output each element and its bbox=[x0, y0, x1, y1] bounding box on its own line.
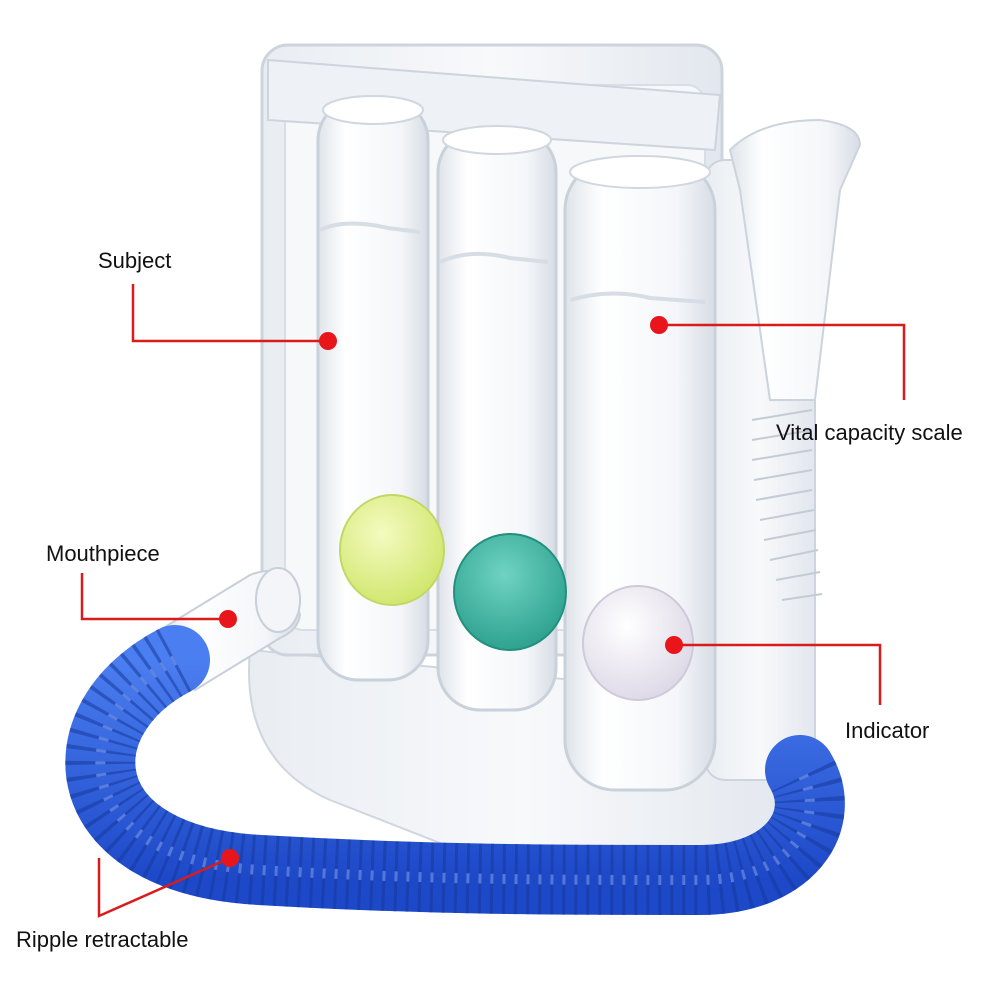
leader-ripple bbox=[97, 856, 231, 918]
marker-dot-ripple bbox=[221, 849, 239, 867]
label-ripple-retractable: Ripple retractable bbox=[16, 927, 189, 952]
indicator-balls bbox=[339, 494, 694, 701]
label-indicator: Indicator bbox=[845, 718, 930, 743]
leader-subject bbox=[131, 284, 328, 343]
leader-lines bbox=[80, 284, 906, 918]
marker-dots bbox=[219, 316, 683, 867]
label-mouthpiece: Mouthpiece bbox=[46, 541, 160, 566]
blue-hose bbox=[65, 625, 845, 916]
teal-ball bbox=[453, 533, 567, 651]
label-subject: Subject bbox=[98, 248, 172, 273]
label-vital-capacity-scale: Vital capacity scale bbox=[776, 420, 963, 445]
marker-dot-indicator bbox=[665, 636, 683, 654]
marker-dot-mouthpiece bbox=[219, 610, 237, 628]
white-ball bbox=[582, 585, 694, 701]
leader-mouthpiece bbox=[80, 573, 228, 621]
yellow-ball bbox=[339, 494, 445, 606]
marker-dot-vital-capacity bbox=[650, 316, 668, 334]
leader-vital-capacity bbox=[659, 323, 906, 400]
leader-indicator bbox=[674, 643, 882, 705]
inlet-column bbox=[728, 118, 862, 601]
marker-dot-subject bbox=[319, 332, 337, 350]
